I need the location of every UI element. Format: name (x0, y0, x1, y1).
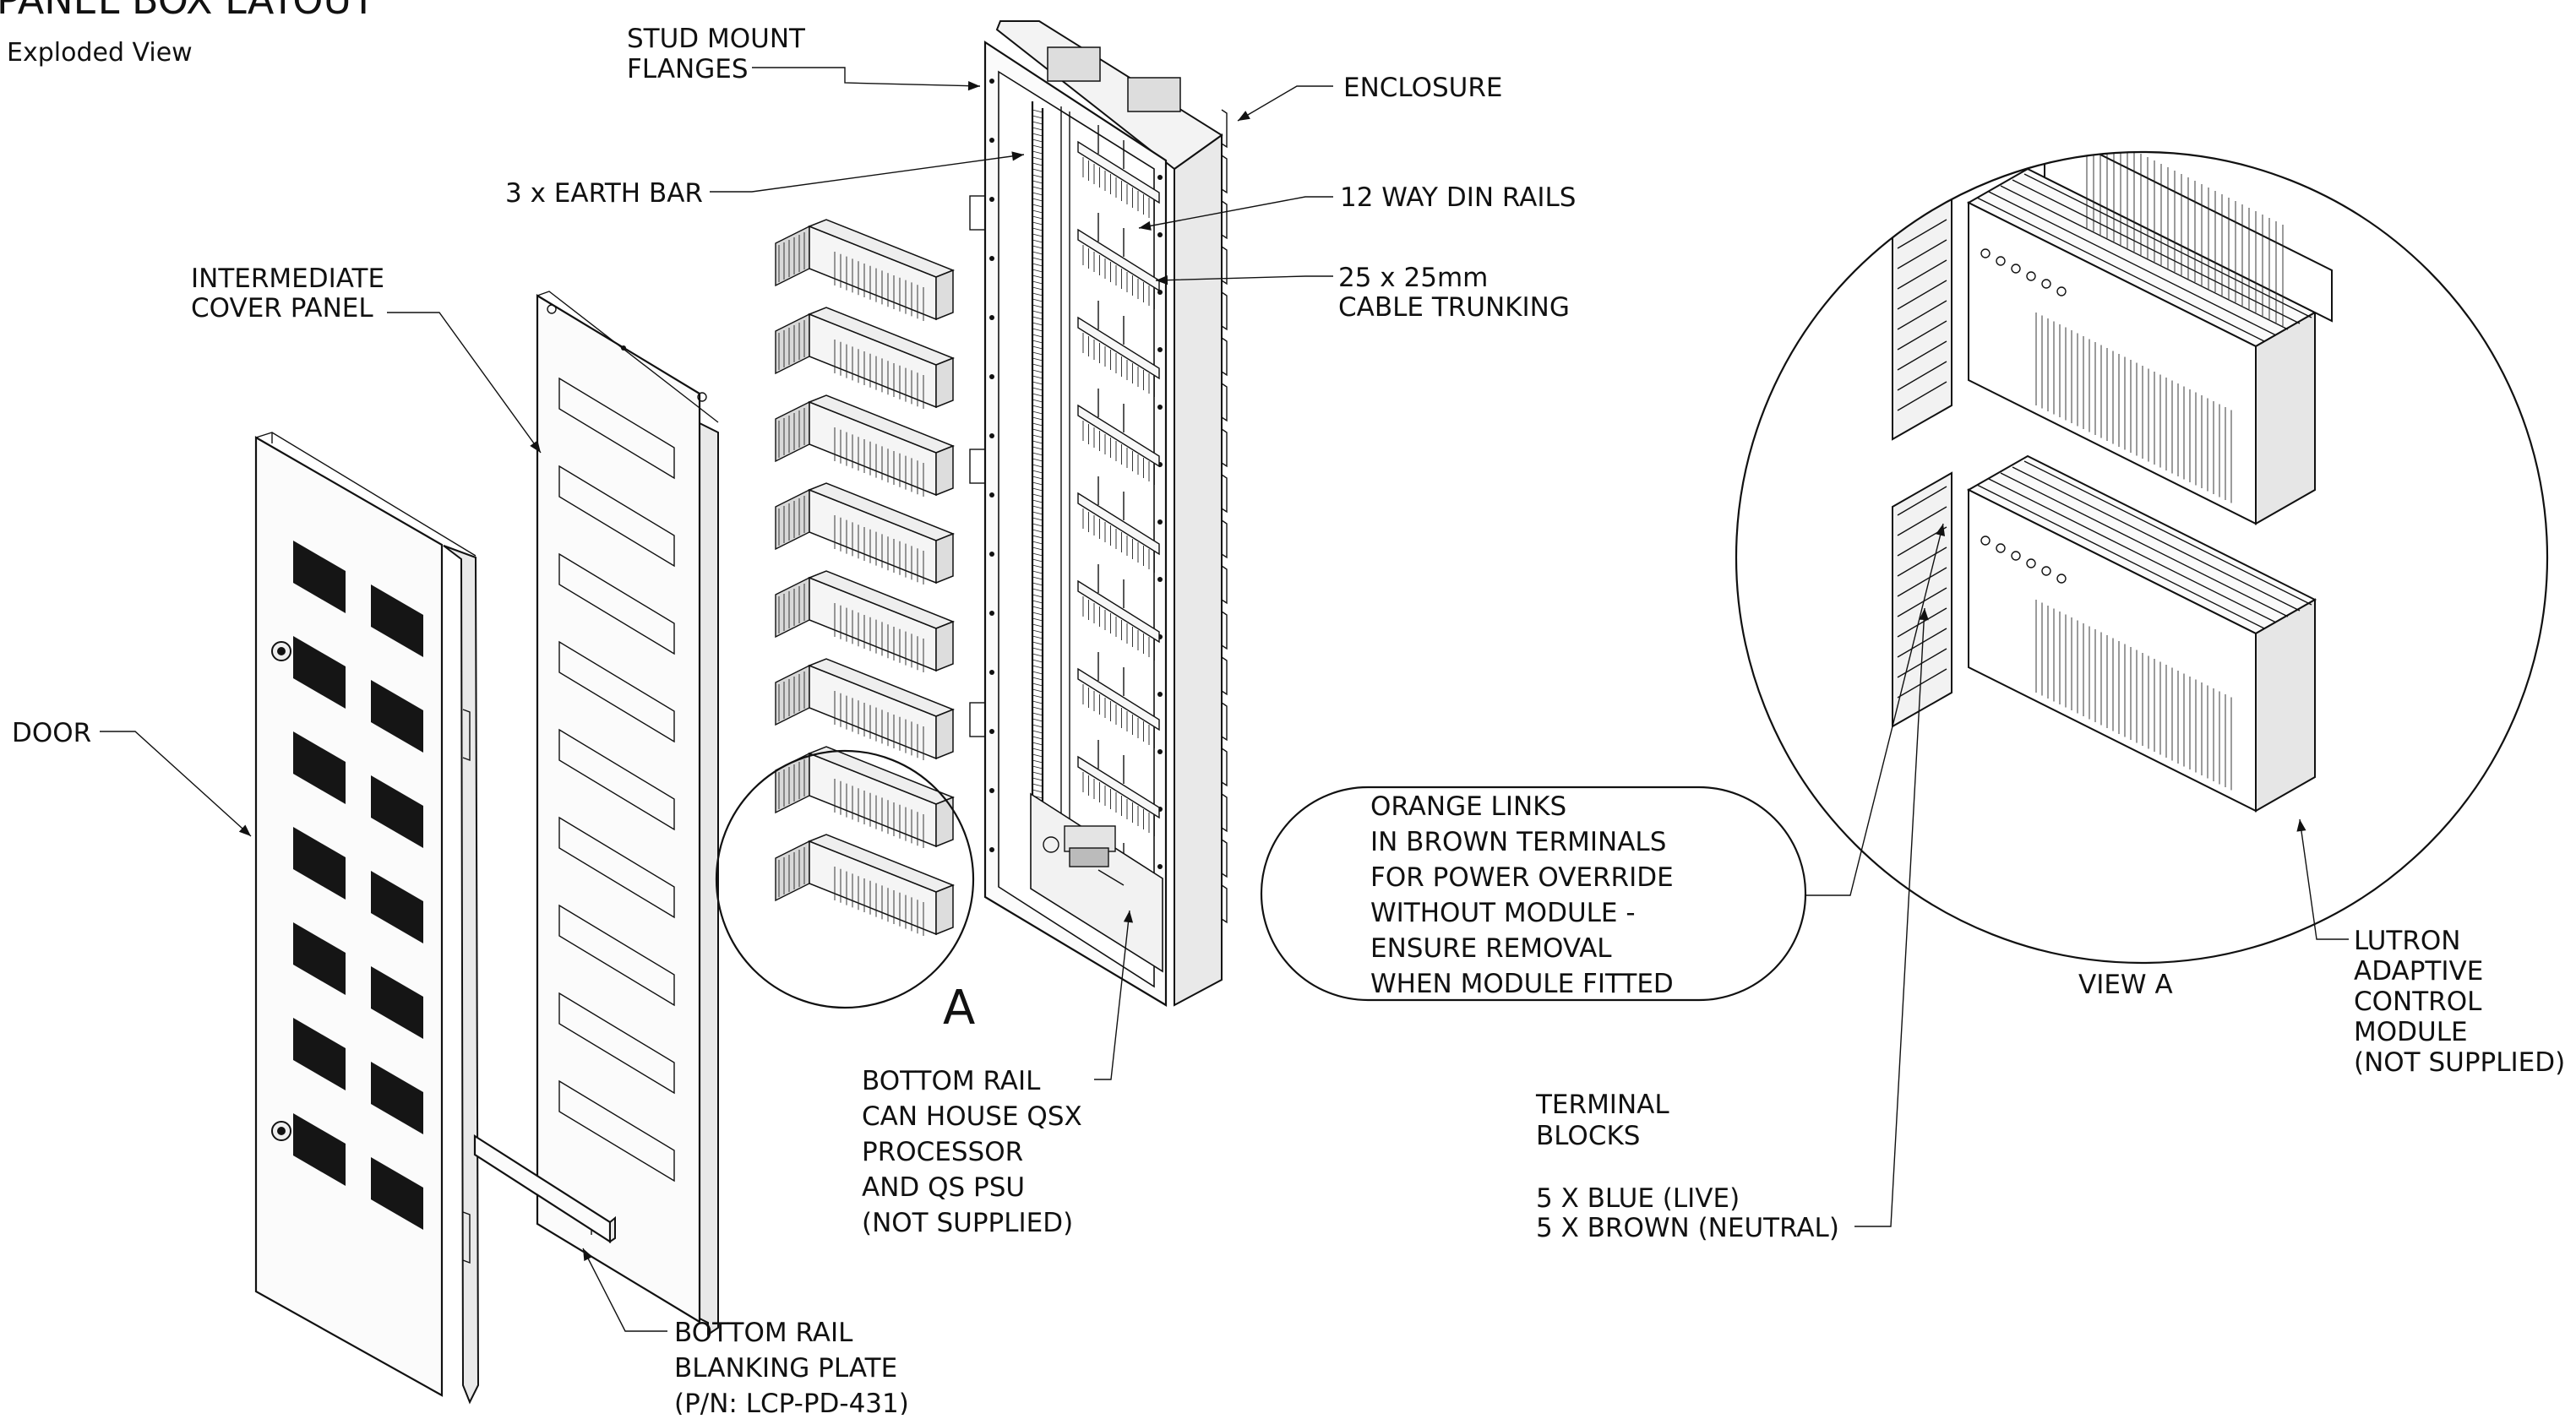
cover-slot (558, 1079, 675, 1182)
cover-slot (558, 728, 675, 831)
module (775, 570, 956, 672)
door-vent (293, 1113, 346, 1186)
callout-stud-mount-flanges: STUD MOUNT FLANGES (627, 24, 814, 84)
view-a-detail (1735, 150, 2549, 965)
module (775, 746, 956, 848)
module (775, 307, 956, 409)
enclosure (969, 20, 1228, 1007)
module (775, 394, 956, 497)
detail-a-circle (715, 749, 975, 1009)
door-vent (371, 1062, 423, 1134)
module (775, 658, 956, 760)
door-vent (293, 636, 346, 709)
door-vent (293, 1018, 346, 1090)
detail-a-marker: A (943, 981, 975, 1036)
callout-terminal-blocks: TERMINAL BLOCKS 5 X BLUE (LIVE) 5 X BROW… (1535, 1090, 1839, 1243)
door-vent (371, 775, 423, 848)
view-a-module (1892, 167, 2317, 525)
callout-din-rails: 12 WAY DIN RAILS (1340, 182, 1576, 213)
door-vent (371, 871, 423, 943)
bottom-rail-blanking-plate (473, 1134, 616, 1244)
cover-slot (558, 992, 675, 1095)
callout-earth-bar: 3 x EARTH BAR (505, 178, 703, 209)
door-vent-grilles (293, 541, 423, 1230)
callout-intermediate-cover-panel: INTERMEDIATE COVER PANEL (191, 264, 393, 323)
cover-slot (558, 816, 675, 919)
callout-cable-trunking: 25 x 25mm CABLE TRUNKING (1338, 263, 1570, 323)
door-vent (293, 731, 346, 804)
lutron-module-stack (775, 219, 956, 936)
bottom-rail-compartment (1030, 792, 1163, 973)
door-vent (293, 827, 346, 900)
door-vent (371, 966, 423, 1039)
view-a-module (1892, 454, 2317, 813)
door-vent (293, 922, 346, 995)
view-a-circle (1735, 150, 2549, 965)
callout-blanking-plate: BOTTOM RAIL BLANKING PLATE (P/N: LCP-PD-… (674, 1318, 909, 1415)
callout-enclosure: ENCLOSURE (1343, 73, 1502, 103)
callout-orange-links: ORANGE LINKS IN BROWN TERMINALS FOR POWE… (1370, 791, 1682, 999)
cover-panel-slots (558, 377, 675, 1182)
orange-links-note-box (1260, 786, 1807, 1002)
door-vent (371, 680, 423, 753)
door-vent (293, 541, 346, 613)
cover-slot (558, 377, 675, 480)
cover-slot (558, 640, 675, 743)
cover-slot (558, 904, 675, 1007)
callout-door: DOOR (12, 718, 91, 748)
din-rails (1077, 125, 1160, 924)
intermediate-cover-panel (536, 291, 719, 1336)
door-vent (371, 1157, 423, 1230)
module (775, 834, 956, 936)
view-a-label: VIEW A (2078, 970, 2173, 1000)
door-vent (371, 584, 423, 657)
door (254, 432, 480, 1405)
cover-slot (558, 465, 675, 568)
page-subtitle: Exploded View (7, 38, 193, 68)
callout-lutron-module: LUTRON ADAPTIVE CONTROL MODULE (NOT SUPP… (2354, 926, 2565, 1078)
callout-bottom-rail: BOTTOM RAIL CAN HOUSE QSX PROCESSOR AND … (862, 1066, 1091, 1238)
page-title: PANEL BOX LAYOUT (0, 0, 376, 23)
cover-slot (558, 552, 675, 655)
module (775, 219, 956, 321)
leader-lines (100, 67, 2349, 1332)
module (775, 482, 956, 584)
earth-bar (1031, 101, 1044, 849)
